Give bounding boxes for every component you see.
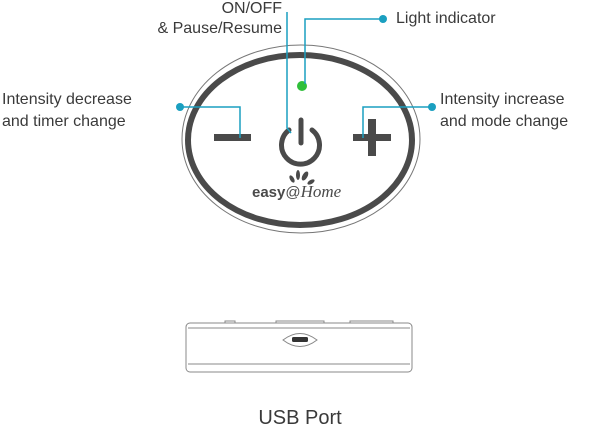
- logo: easy@Home: [252, 182, 341, 202]
- usb-port-label: USB Port: [258, 407, 342, 429]
- usb-port-icon: [282, 333, 318, 347]
- increase-label-line1: Intensity increase: [440, 91, 565, 108]
- callout-dots: [176, 15, 436, 111]
- logo-easy: easy: [252, 184, 286, 201]
- plus-icon[interactable]: [353, 119, 391, 156]
- power-label: ON/OFF & Pause/Resume: [157, 0, 282, 39]
- increase-label: Intensity increase and mode change: [440, 90, 568, 132]
- power-label-line1: ON/OFF: [221, 0, 282, 17]
- increase-label-line2: and mode change: [440, 113, 569, 130]
- power-label-line2: & Pause/Resume: [157, 20, 282, 37]
- decrease-label: Intensity decrease and timer change: [2, 90, 132, 132]
- callout-lines: [180, 12, 432, 138]
- logo-home: Home: [300, 182, 342, 201]
- decrease-label-line2: and timer change: [2, 113, 126, 130]
- device-side-view: [185, 320, 413, 373]
- light-indicator-label: Light indicator: [396, 10, 496, 27]
- power-icon[interactable]: [279, 117, 322, 167]
- logo-splash-icon: [289, 170, 315, 185]
- logo-at: @: [285, 184, 301, 201]
- minus-icon[interactable]: [214, 134, 251, 141]
- decrease-label-line1: Intensity decrease: [2, 91, 132, 108]
